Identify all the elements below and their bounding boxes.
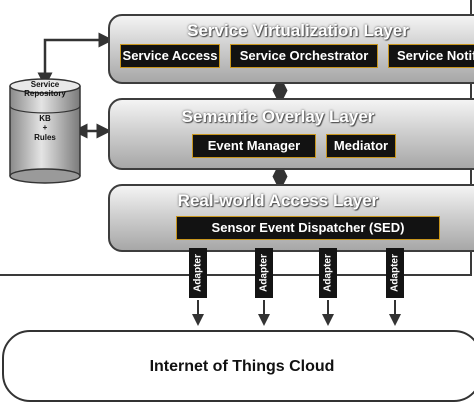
adapter-3: Adapter	[319, 248, 337, 298]
adapter-1: Adapter	[189, 248, 207, 298]
service-access-box: Service Access	[120, 44, 220, 68]
sed-box: Sensor Event Dispatcher (SED)	[176, 216, 440, 240]
real-world-access-layer: Real-world Access Layer Sensor Event Dis…	[108, 184, 474, 252]
repository-plus-label: +	[42, 123, 48, 132]
repository-kb-label: KB	[39, 114, 51, 123]
service-notification-box: Service Notif	[388, 44, 474, 68]
iot-cloud-label: Internet of Things Cloud	[149, 358, 335, 375]
repository-rules-label: Rules	[34, 133, 56, 142]
repository-cylinder	[9, 78, 81, 184]
repo-to-service-connector	[37, 32, 114, 88]
service-virtualization-title: Service Virtualization Layer	[187, 21, 409, 40]
mediator-box: Mediator	[326, 134, 396, 158]
adapter-4: Adapter	[386, 248, 404, 298]
service-orchestrator-box: Service Orchestrator	[230, 44, 378, 68]
semantic-overlay-layer: Semantic Overlay Layer Event Manager Med…	[108, 98, 474, 170]
repository-label: Service Repository	[24, 80, 66, 98]
iot-cloud-box: Internet of Things Cloud	[2, 330, 474, 402]
service-virtualization-layer: Service Virtualization Layer Service Acc…	[108, 14, 474, 84]
semantic-overlay-title: Semantic Overlay Layer	[181, 107, 375, 126]
adapter-2: Adapter	[255, 248, 273, 298]
event-manager-box: Event Manager	[192, 134, 316, 158]
real-world-access-title: Real-world Access Layer	[177, 191, 379, 210]
